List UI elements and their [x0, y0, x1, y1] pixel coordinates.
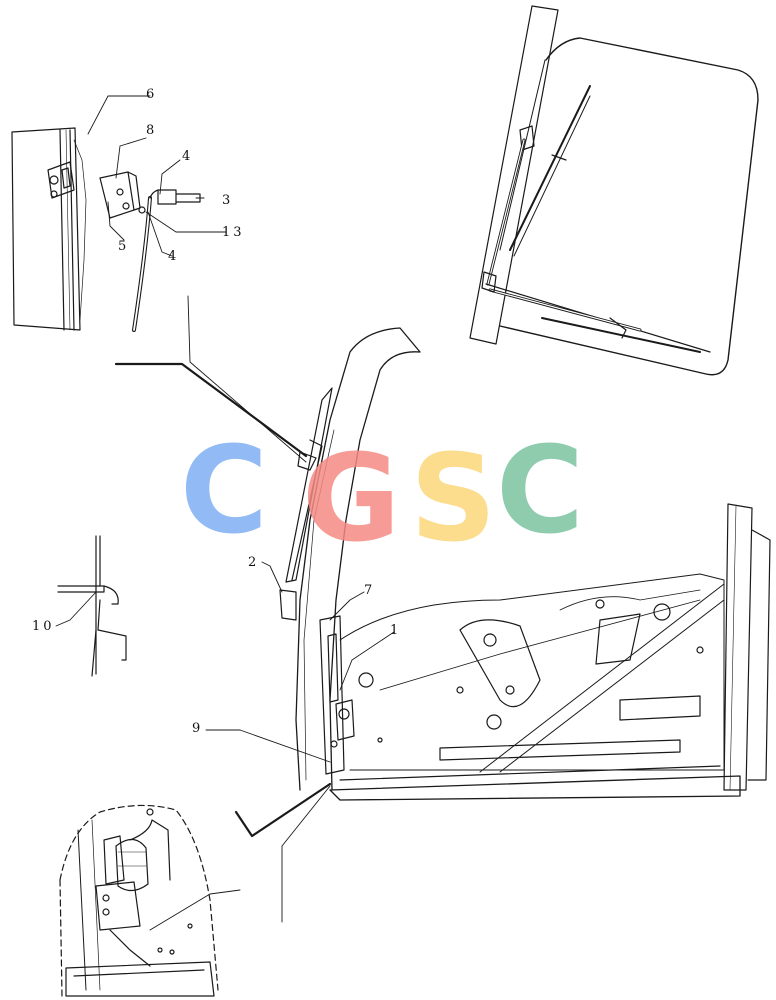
callout-4a: 4: [182, 149, 193, 164]
callout-5: 5: [118, 239, 129, 254]
main-cab-view: [279, 327, 771, 801]
detail-hook-bracket: [57, 535, 127, 677]
callout-7: 7: [364, 583, 375, 598]
leader-lines: [55, 95, 395, 931]
watermark-letter-2: G: [302, 430, 401, 569]
callout-6: 6: [146, 87, 157, 102]
watermark-logo: C G S C: [180, 422, 584, 569]
detail-windshield-wipers: [469, 5, 759, 376]
detail-washer-nozzle: [11, 127, 201, 332]
detail-wiper-motor: [59, 804, 219, 997]
callout-4b: 4: [168, 249, 179, 264]
callout-8: 8: [146, 123, 157, 138]
callout-2: 2: [248, 555, 259, 570]
callout-10: 10: [32, 619, 55, 634]
callout-12: 13: [222, 225, 245, 240]
watermark-letter-3: S: [410, 430, 496, 569]
watermark-letter-4: C: [496, 422, 584, 561]
callout-labels: 6 8 4 3 13 5 4 2 7 1 10 9: [32, 87, 401, 736]
callout-3: 3: [222, 193, 233, 208]
callout-1: 1: [390, 623, 401, 638]
callout-9: 9: [192, 721, 203, 736]
watermark-letter-1: C: [180, 422, 268, 561]
